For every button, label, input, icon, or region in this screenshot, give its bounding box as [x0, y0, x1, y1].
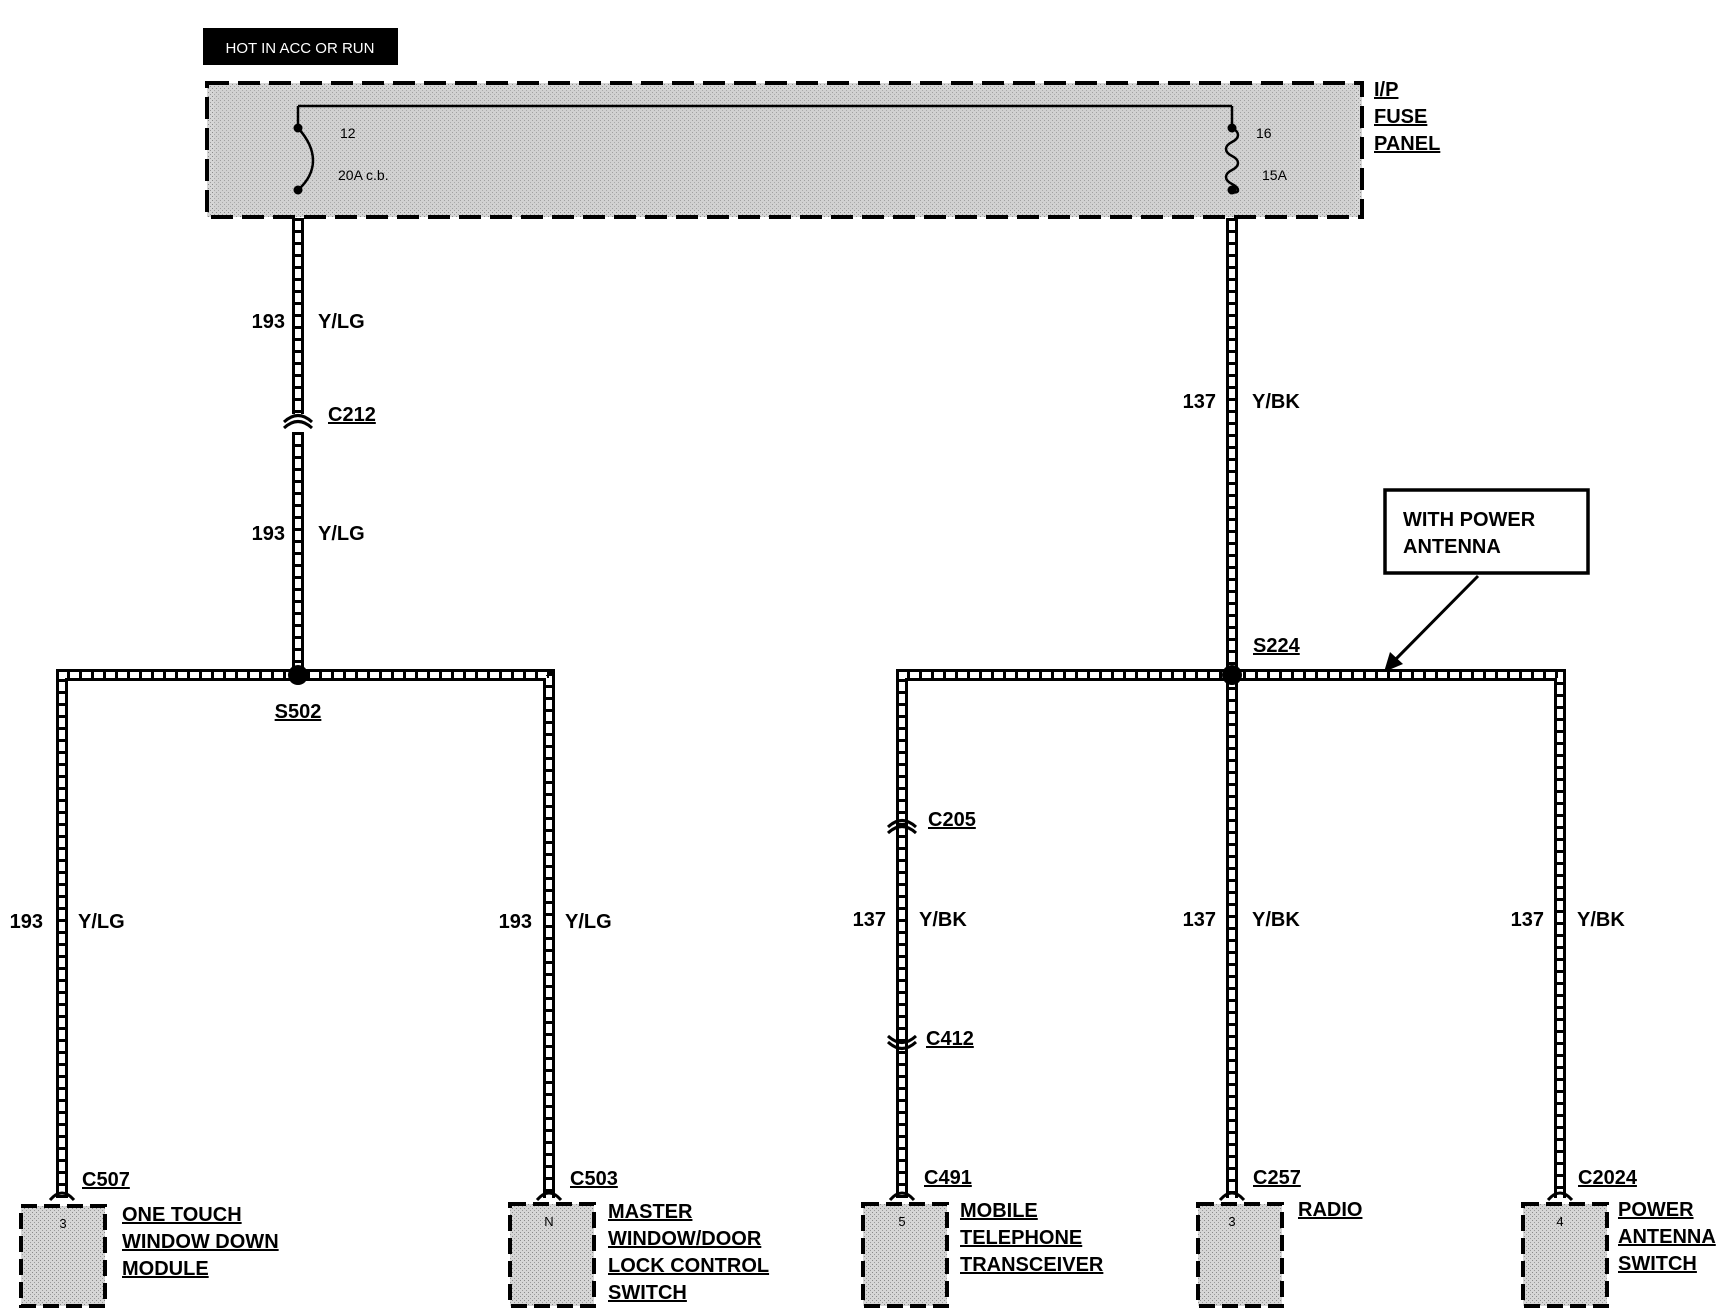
- circuit-193-color-upper: Y/LG: [318, 311, 365, 333]
- left-fuse-rating: 20A c.b.: [338, 167, 389, 183]
- power-antenna-pin: 4: [1556, 1214, 1563, 1229]
- callout-line1: WITH POWER: [1403, 509, 1536, 531]
- power-antenna-label-line3: SWITCH: [1618, 1253, 1697, 1275]
- connector-c257-label: C257: [1253, 1167, 1301, 1189]
- connector-c507-symbol: [48, 1191, 76, 1202]
- radio-pin: 3: [1228, 1214, 1235, 1229]
- connector-c212-symbol: [282, 414, 314, 430]
- with-power-antenna-callout-box: [1383, 488, 1590, 575]
- master-switch-label-line3: LOCK CONTROL: [608, 1255, 769, 1277]
- master-switch-label-line1: MASTER: [608, 1201, 693, 1223]
- circuit-137-color-phone: Y/BK: [919, 909, 967, 931]
- one-touch-pin: 3: [59, 1216, 66, 1231]
- wire-193-bus-outline: [56, 669, 555, 1198]
- power-antenna-box: [1521, 1202, 1609, 1308]
- connector-c2024-symbol: [1546, 1191, 1574, 1202]
- circuit-193-number-left: 193: [10, 911, 43, 933]
- hot-in-acc-or-run-label: HOT IN ACC OR RUN: [226, 40, 375, 57]
- connector-c205-symbol: [886, 819, 918, 835]
- mobile-telephone-pin: 5: [898, 1214, 905, 1229]
- mobile-telephone-box: [861, 1202, 949, 1308]
- power-antenna-label-line2: ANTENNA: [1618, 1226, 1716, 1248]
- circuit-137-number-antenna: 137: [1511, 909, 1544, 931]
- circuit-193-color-left: Y/LG: [78, 911, 125, 933]
- splice-s502-dot: [288, 665, 308, 685]
- circuit-193-number-right: 193: [499, 911, 532, 933]
- circuit-137-number-radio: 137: [1183, 909, 1216, 931]
- master-switch-label-line4: SWITCH: [608, 1282, 687, 1304]
- left-fuse-number: 12: [340, 125, 356, 141]
- callout-arrow: [1390, 574, 1480, 665]
- fuse-panel-label-line1: I/P: [1374, 79, 1398, 101]
- master-switch-box: [508, 1202, 596, 1308]
- circuit-137-color-antenna: Y/BK: [1577, 909, 1625, 931]
- hot-in-acc-or-run-label-box: [203, 28, 398, 65]
- right-fuse-rating: 15A: [1262, 167, 1288, 183]
- radio-label: RADIO: [1298, 1199, 1362, 1221]
- one-touch-module-box: [19, 1204, 107, 1308]
- mobile-telephone-label-line2: TELEPHONE: [960, 1227, 1082, 1249]
- circuit-137-color-radio: Y/BK: [1252, 909, 1300, 931]
- connector-c212-label: C212: [328, 404, 376, 426]
- circuit-193-number-upper: 193: [252, 311, 285, 333]
- callout-line2: ANTENNA: [1403, 536, 1501, 558]
- connector-c2024-label: C2024: [1578, 1167, 1638, 1189]
- connector-c412-symbol: [886, 1034, 918, 1050]
- wire-193-bus-core: [59, 672, 552, 1198]
- circuit-193-color-right: Y/LG: [565, 911, 612, 933]
- master-switch-label-line2: WINDOW/DOOR: [608, 1228, 762, 1250]
- radio-box: [1196, 1202, 1284, 1308]
- fuse-panel-label-line3: PANEL: [1374, 133, 1440, 155]
- right-fuse-number: 16: [1256, 125, 1272, 141]
- circuit-193-number-mid: 193: [252, 523, 285, 545]
- connector-c257-symbol: [1218, 1191, 1246, 1202]
- connector-c503-symbol: [535, 1191, 563, 1202]
- mobile-telephone-label-line1: MOBILE: [960, 1200, 1038, 1222]
- callout-arrow-head: [1384, 652, 1403, 672]
- one-touch-label-line2: WINDOW DOWN: [122, 1231, 279, 1253]
- splice-s224-label: S224: [1253, 635, 1301, 657]
- splice-s502-label: S502: [275, 701, 322, 723]
- connector-c412-label: C412: [926, 1028, 974, 1050]
- circuit-137-number-upper: 137: [1183, 391, 1216, 413]
- connector-c507-label: C507: [82, 1169, 130, 1191]
- mobile-telephone-label-line3: TRANSCEIVER: [960, 1254, 1104, 1276]
- splice-s224-dot: [1222, 665, 1242, 685]
- one-touch-label-line1: ONE TOUCH: [122, 1204, 242, 1226]
- master-switch-pin: N: [544, 1214, 553, 1229]
- circuit-137-number-phone: 137: [853, 909, 886, 931]
- power-antenna-label-line1: POWER: [1618, 1199, 1694, 1221]
- ip-fuse-panel: [205, 81, 1364, 219]
- connector-c205-label: C205: [928, 809, 976, 831]
- fuse-panel-label-line2: FUSE: [1374, 106, 1427, 128]
- circuit-137-color-upper: Y/BK: [1252, 391, 1300, 413]
- wire-193-bus-stripe: [59, 672, 552, 1198]
- connector-c503-label: C503: [570, 1168, 618, 1190]
- connector-c491-label: C491: [924, 1167, 972, 1189]
- connector-c491-symbol: [888, 1191, 916, 1202]
- one-touch-label-line3: MODULE: [122, 1258, 209, 1280]
- circuit-193-color-mid: Y/LG: [318, 523, 365, 545]
